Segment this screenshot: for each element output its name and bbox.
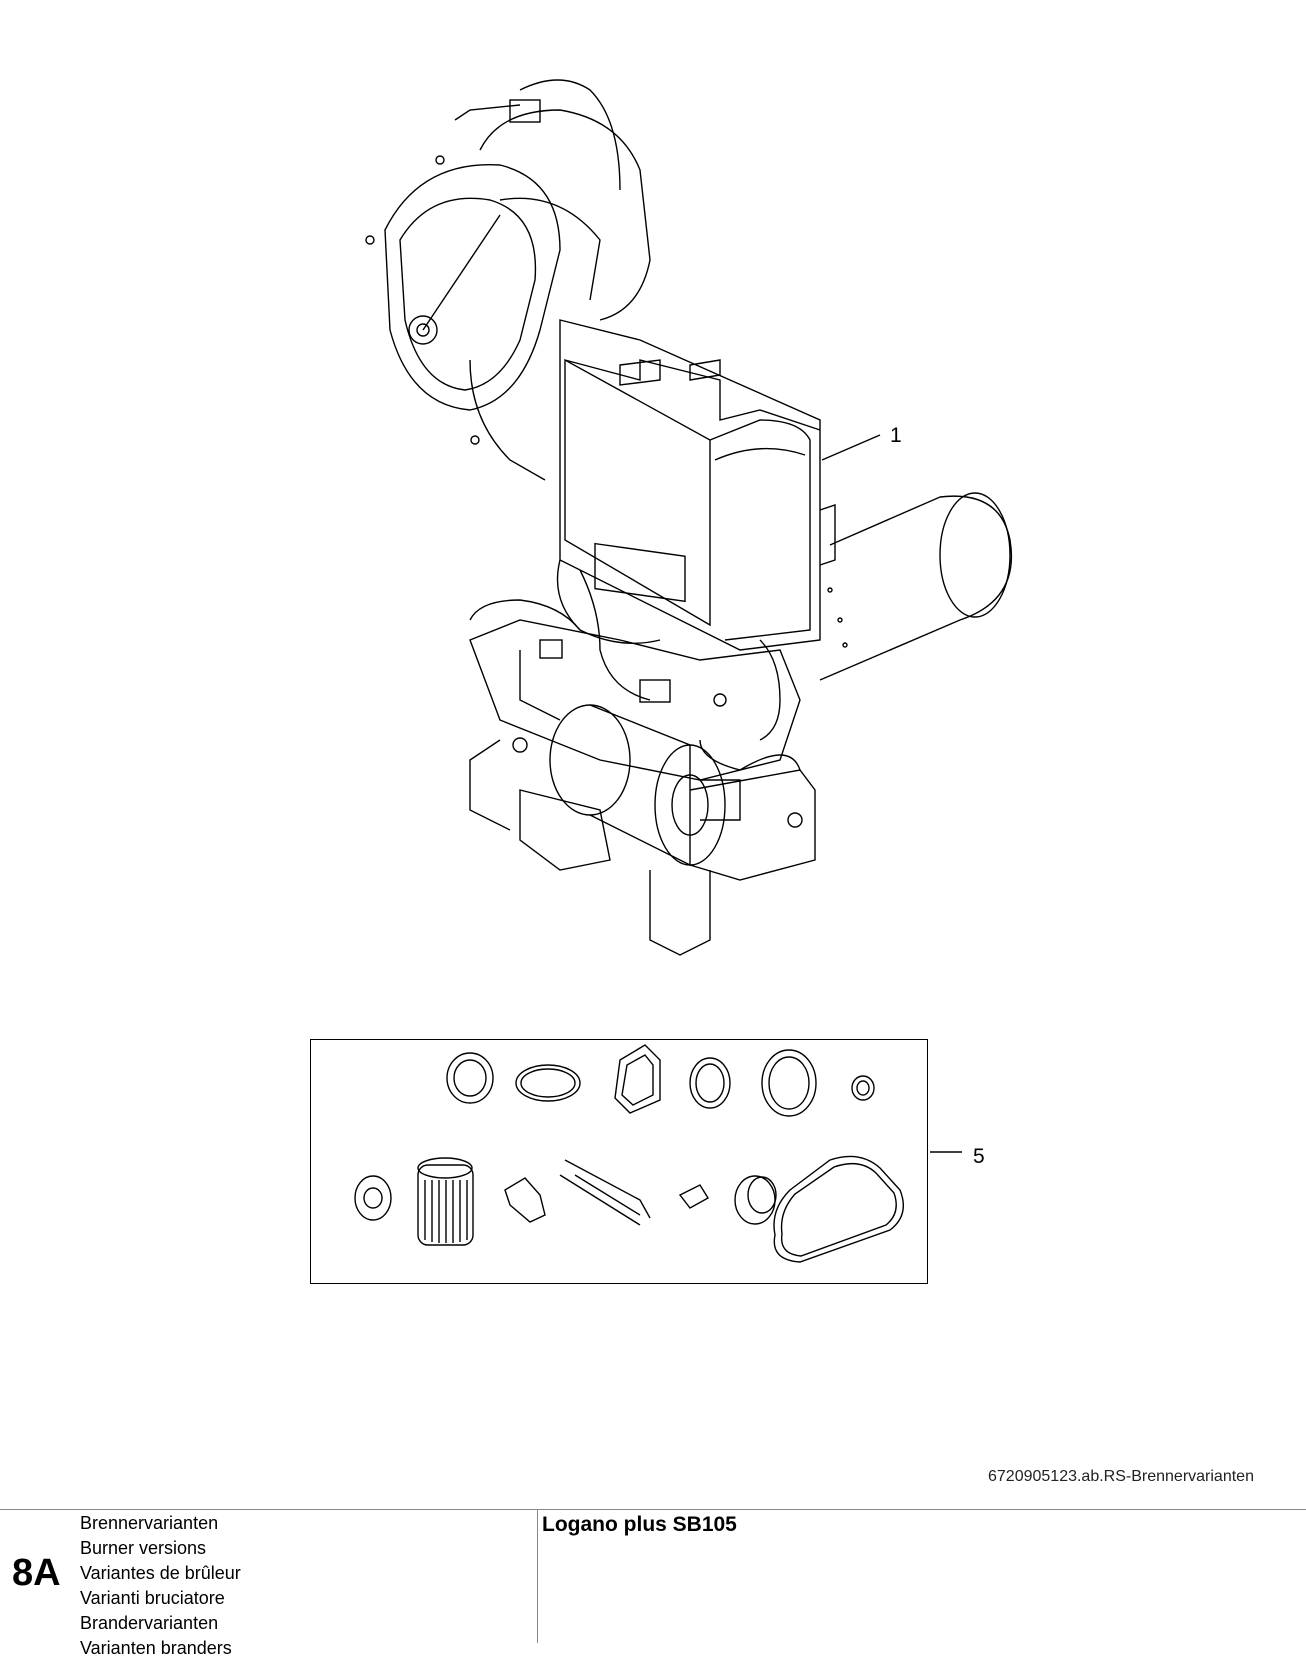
fan-housing-drawing bbox=[365, 79, 651, 481]
spare-parts-kit-frame bbox=[310, 1039, 928, 1284]
callout-leader-1 bbox=[821, 434, 881, 461]
section-title-nl-be: Brandervarianten bbox=[80, 1613, 219, 1633]
control-unit-drawing bbox=[559, 319, 836, 651]
section-title-it: Varianti bruciatore bbox=[80, 1588, 225, 1608]
section-title-nl: Varianten branders bbox=[80, 1638, 232, 1658]
drawing-code: 6720905123.ab.RS-Brennervarianten bbox=[988, 1468, 1254, 1485]
pump-motor-drawing bbox=[469, 559, 816, 956]
section-title-list: Brennervarianten Burner versions Variant… bbox=[80, 1511, 241, 1661]
spare-parts-kit-drawing bbox=[354, 1044, 904, 1263]
section-title-de: Brennervarianten bbox=[80, 1513, 219, 1533]
footer-divider bbox=[537, 1509, 538, 1643]
section-title-fr: Variantes de brûleur bbox=[80, 1563, 241, 1583]
section-title-en: Burner versions bbox=[80, 1538, 207, 1558]
section-number: 8A bbox=[12, 1552, 61, 1594]
callout-label-5: 5 bbox=[973, 1145, 985, 1168]
product-title: Logano plus SB105 bbox=[542, 1513, 737, 1536]
footer-rule bbox=[0, 1509, 1306, 1510]
blast-tube-drawing bbox=[819, 492, 1013, 681]
callout-label-1: 1 bbox=[890, 424, 902, 447]
burner-exploded-drawing bbox=[354, 79, 1013, 1263]
